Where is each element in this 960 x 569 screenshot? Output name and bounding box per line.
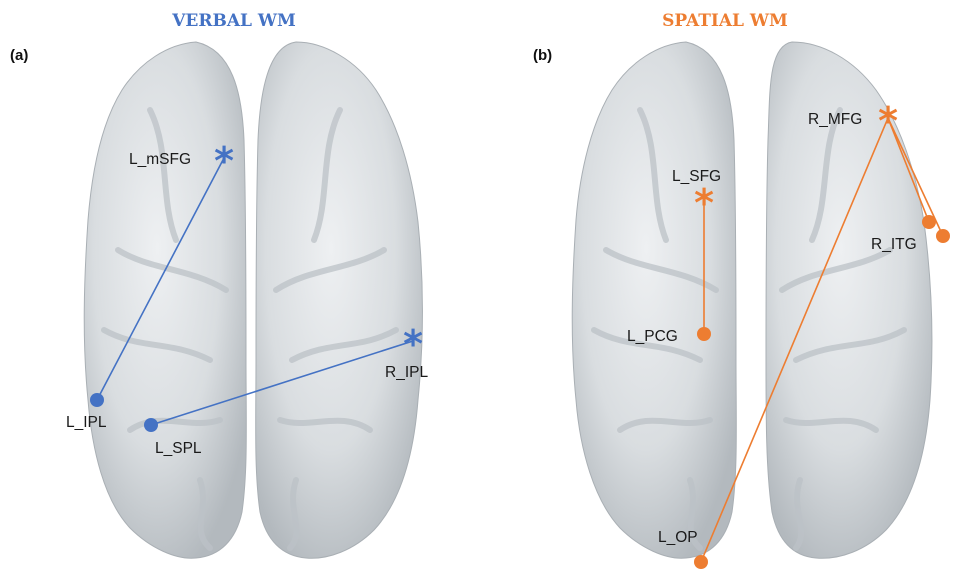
panel-b-left-hemisphere [572,42,736,558]
asterisk-r-mfg: * [878,99,898,143]
label-r-itg: R_ITG [871,236,917,253]
label-l-pcg: L_PCG [627,328,678,345]
label-r-ipl: R_IPL [385,364,428,381]
asterisk-l-sfg: * [694,181,714,225]
node-l-op [694,555,708,569]
panel-a-title: VERBAL WM [171,11,296,31]
label-l-sfg: L_SFG [672,168,721,185]
label-l-spl: L_SPL [155,440,202,457]
node-l-spl [144,418,158,432]
label-l-ipl: L_IPL [66,414,107,431]
asterisk-r-ipl: * [403,322,423,366]
panel-b: SPATIAL WM (b) *L_SFG*R_MFGR_ITGL_PCGL_O… [533,11,950,569]
label-r-mfg: R_MFG [808,111,862,128]
asterisk-l-msfg: * [214,139,234,183]
panel-b-letter: (b) [533,47,552,64]
panel-b-title: SPATIAL WM [662,11,788,31]
panel-a-left-hemisphere [84,42,246,558]
node-l-pcg [697,327,711,341]
label-l-msfg: L_mSFG [129,151,191,168]
node-l-ipl [90,393,104,407]
panel-a-letter: (a) [10,47,28,64]
node-r-itg [922,215,936,229]
label-l-op: L_OP [658,529,698,546]
node-r-itg-2 [936,229,950,243]
